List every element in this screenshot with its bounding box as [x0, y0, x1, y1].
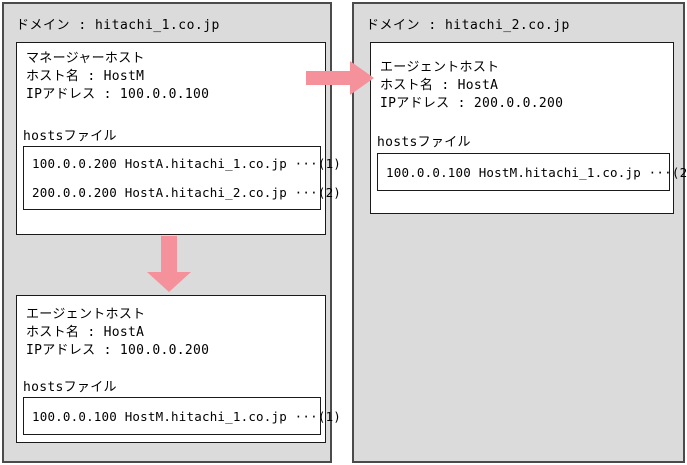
hosts-file-box: 100.0.0.100 HostM.hitachi_1.co.jp ···(2)	[377, 153, 687, 191]
host-ip: IPアドレス : 100.0.0.200	[26, 343, 210, 358]
domain-title-hitachi-1: ドメイン : hitachi_1.co.jp	[16, 18, 220, 33]
hosts-file-entry: 100.0.0.100 HostM.hitachi_1.co.jp ···(2)	[386, 164, 687, 180]
hosts-file-box: 100.0.0.200 HostA.hitachi_1.co.jp ···(1)…	[23, 146, 342, 210]
host-role: マネージャーホスト	[26, 51, 145, 66]
hosts-file-label: hostsファイル	[23, 129, 117, 144]
arrow-right-icon	[306, 61, 374, 95]
host-name: ホスト名 : HostA	[26, 325, 145, 340]
host-ip: IPアドレス : 100.0.0.100	[26, 87, 210, 102]
hosts-file-label: hostsファイル	[23, 380, 117, 395]
agent-host-box-1: エージェントホスト ホスト名 : HostA IPアドレス : 100.0.0.…	[16, 295, 342, 443]
domain-box-hitachi-2: ドメイン : hitachi_2.co.jp エージェントホスト ホスト名 : …	[352, 2, 687, 463]
agent-host-info: エージェントホスト ホスト名 : HostA IPアドレス : 100.0.0.…	[26, 306, 209, 360]
hosts-file-entry: 200.0.0.200 HostA.hitachi_2.co.jp ···(2)	[32, 185, 342, 200]
manager-host-info: マネージャーホスト ホスト名 : HostM IPアドレス : 100.0.0.…	[26, 50, 209, 104]
hosts-file-box: 100.0.0.100 HostM.hitachi_1.co.jp ···(1)	[23, 397, 342, 435]
hosts-file-entry: 100.0.0.100 HostM.hitachi_1.co.jp ···(1)	[32, 408, 342, 424]
host-role: エージェントホスト	[26, 307, 146, 322]
agent-host-info: エージェントホスト ホスト名 : HostA IPアドレス : 200.0.0.…	[380, 59, 563, 113]
host-role: エージェントホスト	[380, 60, 500, 75]
hosts-file-entry: 100.0.0.200 HostA.hitachi_1.co.jp ···(1)	[32, 156, 342, 171]
manager-host-box: マネージャーホスト ホスト名 : HostM IPアドレス : 100.0.0.…	[16, 42, 342, 235]
host-name: ホスト名 : HostM	[26, 69, 145, 84]
hosts-file-label: hostsファイル	[377, 135, 471, 150]
host-ip: IPアドレス : 200.0.0.200	[380, 96, 564, 111]
agent-host-box-2: エージェントホスト ホスト名 : HostA IPアドレス : 200.0.0.…	[370, 42, 687, 214]
domain-title-hitachi-2: ドメイン : hitachi_2.co.jp	[366, 18, 570, 33]
host-name: ホスト名 : HostA	[380, 78, 499, 93]
domain-box-hitachi-1: ドメイン : hitachi_1.co.jp マネージャーホスト ホスト名 : …	[2, 2, 342, 463]
arrow-down-icon	[147, 236, 191, 292]
